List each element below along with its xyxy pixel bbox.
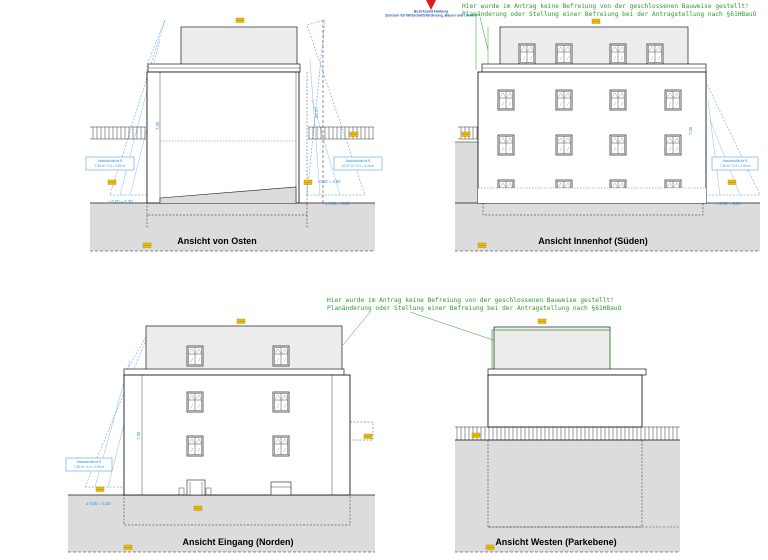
east-area-left-line2: 7,30 m * 0,4 = 2,92 m <box>95 164 126 168</box>
level-tag-icon <box>727 179 737 185</box>
level-tag-icon <box>95 486 105 492</box>
note-top-line2: Planänderung oder Stellung einer Befreiu… <box>462 11 757 18</box>
bezirksamt-logo: Bezirksamt Harburg Zentrum für Wirtschaf… <box>385 0 478 18</box>
view-title-north: Ansicht Eingang (Norden) <box>183 537 294 547</box>
note-mid-line2: Planänderung oder Stellung einer Befreiu… <box>327 305 622 312</box>
east-level-right: ± 0,00 = 5,30 <box>325 201 350 206</box>
east-height-right: 10,37 <box>314 107 319 118</box>
view-title-west: Ansicht Westen (Parkebene) <box>495 537 616 547</box>
level-tag-icon <box>236 318 246 324</box>
level-tag-icon <box>193 505 203 511</box>
level-tag-icon <box>537 318 547 324</box>
level-tag-icon <box>142 242 152 248</box>
logo-name: Bezirksamt Harburg <box>414 10 448 14</box>
level-tag-icon <box>471 432 481 438</box>
level-tag-icon <box>591 18 601 24</box>
south-height-main: 7,30 <box>688 126 693 135</box>
east-level-mid: -0,40 = 4,90 <box>318 179 341 184</box>
level-tag-icon <box>477 242 487 248</box>
note-mid-line1: Hier wurde im Antrag keine Befreiung von… <box>327 297 614 304</box>
east-area-right-line2: 10,37 m * 0,4 = 4,15 m <box>342 164 375 168</box>
north-area-left-line2: 7,30 m * 0,4 = 2,92 m <box>74 465 105 469</box>
south-area-right-line1: Abstandsfläche B <box>723 159 748 163</box>
logo-mark-icon <box>426 0 436 10</box>
level-tag-icon <box>303 179 313 185</box>
note-top: Hier wurde im Antrag keine Befreiung von… <box>462 3 757 70</box>
east-area-left-line1: Abstandsfläche B <box>98 159 123 163</box>
view-south: 7,30 Abstandsfläche B 7,30 m * 0,4 = 2,9… <box>455 18 761 252</box>
view-north: 7,30 Abstandsfläche B 7,30 m * 0,4 = 2,9… <box>65 318 375 553</box>
level-tag-icon <box>235 17 245 23</box>
note-top-line1: Hier wurde im Antrag keine Befreiung von… <box>462 3 749 10</box>
level-tag-icon <box>349 131 359 137</box>
south-level-right: ± 0,00 = 5,30 <box>716 201 741 206</box>
view-west: Ansicht Westen (Parkebene) <box>455 318 680 553</box>
view-east: 7,30 10,37 Abstandsfläche B 7,30 m * 0,4… <box>85 17 383 252</box>
logo-subtitle: Zentrum für Wirtschaftsförderung, Bauen … <box>385 14 478 18</box>
north-level-left: ± 0,00 = 5,30 <box>86 501 111 506</box>
level-tag-icon <box>107 179 117 185</box>
view-title-south: Ansicht Innenhof (Süden) <box>538 236 648 246</box>
level-tag-icon <box>363 433 373 439</box>
south-area-right-line2: 7,30 m * 0,4 = 2,92 m <box>720 164 751 168</box>
east-area-right-line1: Abstandsfläche B <box>346 159 371 163</box>
north-area-left-line1: Abstandsfläche B <box>77 460 102 464</box>
east-level-left: ± 0,00 = 5,30 <box>108 199 133 204</box>
level-tag-icon <box>461 131 471 137</box>
level-tag-icon <box>485 544 495 550</box>
north-height-main: 7,30 <box>136 431 141 440</box>
level-tag-icon <box>123 544 133 550</box>
view-title-east: Ansicht von Osten <box>177 236 257 246</box>
east-height-main: 7,30 <box>155 121 160 130</box>
